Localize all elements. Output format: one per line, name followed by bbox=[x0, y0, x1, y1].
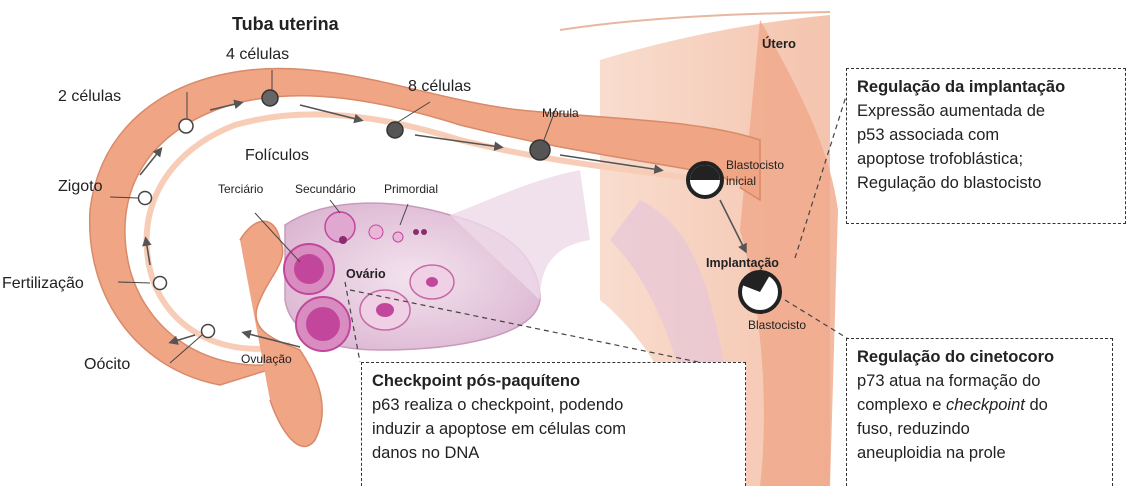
zygote-label: Zigoto bbox=[58, 178, 102, 196]
ovary-label: Ovário bbox=[346, 267, 386, 281]
blastocyst-label: Blastocisto bbox=[748, 318, 806, 332]
four-cells-label: 4 células bbox=[226, 46, 289, 64]
implantation-box-line: Expressão aumentada de bbox=[857, 99, 1115, 123]
implantation-regulation-box: Regulação da implantação Expressão aumen… bbox=[846, 68, 1126, 224]
kinetochore-box-title: Regulação do cinetocoro bbox=[857, 345, 1102, 369]
kinetochore-line2-a: complexo e bbox=[857, 396, 946, 414]
kinetochore-line2-c: do bbox=[1025, 396, 1048, 414]
kinetochore-box-line: fuso, reduzindo bbox=[857, 417, 1102, 441]
implantation-box-line: p53 associada com bbox=[857, 123, 1115, 147]
implantation-box-line: apoptose trofoblástica; bbox=[857, 147, 1115, 171]
ovulation-label: Ovulação bbox=[241, 352, 292, 366]
pachytene-box-line: p63 realiza o checkpoint, podendo bbox=[372, 393, 735, 417]
pachytene-box-line: induzir a apoptose em células com bbox=[372, 417, 735, 441]
follicles-label: Folículos bbox=[245, 147, 309, 165]
pachytene-box-title: Checkpoint pós-paquíteno bbox=[372, 369, 735, 393]
tube-label: Tuba uterina bbox=[232, 14, 339, 35]
kinetochore-box-line: aneuploidia na prole bbox=[857, 441, 1102, 465]
implantation-box-title: Regulação da implantação bbox=[857, 75, 1115, 99]
pachytene-box-line: danos no DNA bbox=[372, 441, 735, 465]
implantation-box-line: Regulação do blastocisto bbox=[857, 171, 1115, 195]
implantation-label: Implantação bbox=[706, 256, 779, 270]
oocyte-label: Oócito bbox=[84, 356, 130, 374]
early-blastocyst-label-1: Blastocisto bbox=[726, 158, 784, 172]
kinetochore-line2-italic: checkpoint bbox=[946, 396, 1025, 414]
uterus-label: Útero bbox=[762, 36, 796, 51]
kinetochore-box-line: complexo e checkpoint do bbox=[857, 393, 1102, 417]
primordial-label: Primordial bbox=[384, 182, 438, 196]
eight-cells-label: 8 células bbox=[408, 78, 471, 96]
fertilization-label: Fertilização bbox=[2, 275, 84, 293]
secondary-label: Secundário bbox=[295, 182, 356, 196]
kinetochore-regulation-box: Regulação do cinetocoro p73 atua na form… bbox=[846, 338, 1113, 486]
pachytene-checkpoint-box: Checkpoint pós-paquíteno p63 realiza o c… bbox=[361, 362, 746, 486]
early-blastocyst-label-2: inicial bbox=[726, 174, 756, 188]
morula-label: Mórula bbox=[542, 106, 579, 120]
two-cells-label: 2 células bbox=[58, 88, 121, 106]
tertiary-label: Terciário bbox=[218, 182, 263, 196]
kinetochore-box-line: p73 atua na formação do bbox=[857, 369, 1102, 393]
